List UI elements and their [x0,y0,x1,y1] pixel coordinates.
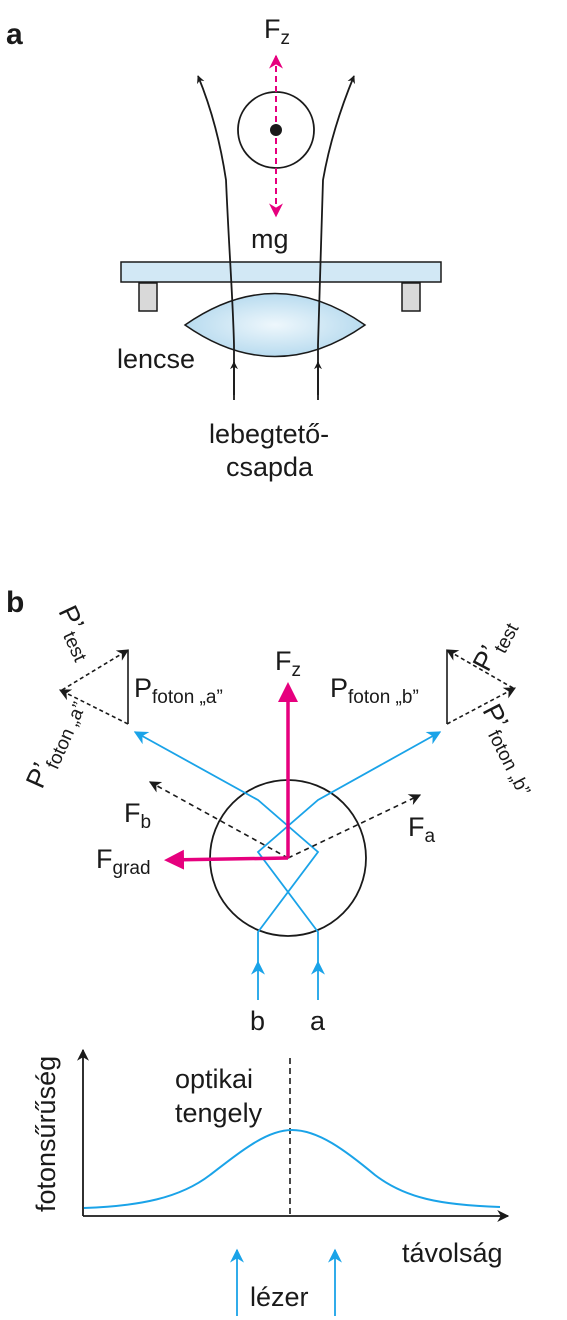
p-foton-b-label: Pfoton „b” [330,673,419,708]
ray-b-label: b [250,1006,265,1036]
lens-label: lencse [117,344,195,374]
beam-right [317,75,355,395]
support-left [138,282,158,312]
p-test-left-label: P’test [48,601,103,666]
trap-label-line1: lebegtető- [209,419,329,449]
graph-x-label: távolság [402,1238,503,1268]
optical-axis-label-line1: optikai [175,1064,253,1094]
glass-slide [120,261,442,283]
p-prime-foton-a-arrow [58,689,129,725]
p-foton-a-label: Pfoton „a” [134,673,223,708]
p-prime-foton-b-label: P’foton „b” [472,699,546,799]
p-test-right-arrow [445,649,514,689]
trap-label-line2: csapda [226,452,314,482]
ray-a-label: a [310,1006,326,1036]
p-test-left-arrow [61,649,130,691]
lens [183,292,367,358]
support-right [401,282,421,312]
graph-y-label: fotonsűrűség [31,1056,61,1212]
fa-label: Fa [408,812,436,847]
ray-b-path [256,731,442,965]
optical-axis-label-line2: tengely [175,1098,263,1128]
beam-left [197,75,235,395]
ray-a-path [133,731,320,965]
p-prime-foton-b-arrow [446,687,517,725]
laser-label: lézer [250,1282,309,1312]
fa-arrow [287,794,422,859]
fz-label-b: Fz [275,646,301,681]
p-prime-foton-a-label: P’foton „a” [20,694,91,795]
mg-label: mg [251,224,289,254]
bead-center [270,124,282,136]
panel-b-label: b [6,586,24,619]
fgrad-arrow [164,849,289,870]
fgrad-label: Fgrad [96,844,151,879]
photon-density-curve [83,1128,501,1209]
fb-label: Fb [124,798,151,833]
p-test-right-label: P’test [467,613,524,678]
fz-label-a: Fz [264,14,290,49]
panel-a-label: a [6,18,23,51]
